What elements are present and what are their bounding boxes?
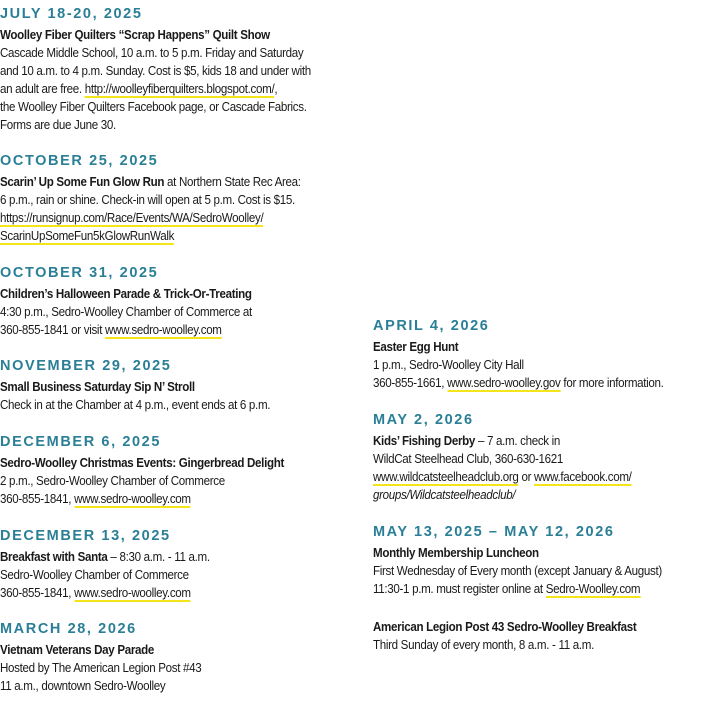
event-body: American Legion Post 43 Sedro-Woolley Br… bbox=[373, 618, 709, 654]
event-detail: Hosted by The American Legion Post #43 bbox=[0, 661, 202, 675]
event-detail: WildCat Steelhead Club, 360-630-1621 bbox=[373, 452, 564, 466]
event-title: Small Business Saturday Sip N’ Stroll bbox=[0, 380, 195, 394]
event-detail: 1 p.m., Sedro-Woolley City Hall bbox=[373, 358, 524, 372]
event-body: Vietnam Veterans Day Parade Hosted by Th… bbox=[0, 641, 349, 695]
event-detail: First Wednesday of Every month (except J… bbox=[373, 564, 662, 578]
chamber-website-link[interactable]: www.sedro-woolley.com bbox=[74, 586, 191, 602]
registration-link[interactable]: Sedro-Woolley.com bbox=[545, 582, 641, 598]
event-title-line: Scarin’ Up Some Fun Glow Run at Northern… bbox=[0, 175, 301, 189]
event-date: OCTOBER 31, 2025 bbox=[0, 265, 159, 281]
event-easter-egg-hunt: APRIL 4, 2026 Easter Egg Hunt 1 p.m., Se… bbox=[373, 317, 710, 392]
event-title: Vietnam Veterans Day Parade bbox=[0, 643, 155, 657]
event-membership-luncheon: MAY 13, 2025 – MAY 12, 2026 Monthly Memb… bbox=[373, 523, 710, 598]
event-kids-fishing-derby: MAY 2, 2026 Kids’ Fishing Derby – 7 a.m.… bbox=[373, 411, 710, 504]
event-detail: 6 p.m., rain or shine. Check-in will ope… bbox=[0, 193, 295, 207]
event-date: MAY 2, 2026 bbox=[373, 412, 474, 428]
event-date: MAY 13, 2025 – MAY 12, 2026 bbox=[373, 524, 615, 540]
event-breakfast-with-santa: DECEMBER 13, 2025 Breakfast with Santa –… bbox=[0, 527, 350, 602]
steelhead-club-link[interactable]: www.wildcatsteelheadclub.org bbox=[373, 470, 519, 486]
quilters-blog-link[interactable]: http://woolleyfiberquilters.blogspot.com… bbox=[84, 82, 275, 98]
event-title: Scarin’ Up Some Fun Glow Run bbox=[0, 175, 165, 189]
event-body: Breakfast with Santa – 8:30 a.m. - 11 a.… bbox=[0, 548, 349, 602]
facebook-group-link-cont[interactable]: groups/Wildcatsteelheadclub/ bbox=[373, 488, 516, 502]
event-detail: 11:30-1 p.m. must register online at Sed… bbox=[373, 582, 641, 598]
event-legion-breakfast: American Legion Post 43 Sedro-Woolley Br… bbox=[373, 618, 710, 654]
event-detail: and 10 a.m. to 4 p.m. Sunday. Cost is $5… bbox=[0, 64, 311, 78]
event-body: Small Business Saturday Sip N’ Stroll Ch… bbox=[0, 378, 349, 414]
event-detail: 4:30 p.m., Sedro-Woolley Chamber of Comm… bbox=[0, 305, 252, 319]
chamber-website-link[interactable]: www.sedro-woolley.com bbox=[104, 323, 222, 339]
event-date: DECEMBER 6, 2025 bbox=[0, 434, 161, 450]
event-body: Scarin’ Up Some Fun Glow Run at Northern… bbox=[0, 173, 349, 245]
city-website-link[interactable]: www.sedro-woolley.gov bbox=[447, 376, 561, 392]
event-veterans-parade: MARCH 28, 2026 Vietnam Veterans Day Para… bbox=[0, 620, 350, 695]
event-detail: 2 p.m., Sedro-Woolley Chamber of Commerc… bbox=[0, 474, 225, 488]
event-date: JULY 18-20, 2025 bbox=[0, 6, 143, 22]
event-detail: https://runsignup.com/Race/Events/WA/Sed… bbox=[0, 209, 349, 227]
event-detail: ScarinUpSomeFun5kGlowRunWalk bbox=[0, 227, 349, 245]
event-halloween-parade: OCTOBER 31, 2025 Children’s Halloween Pa… bbox=[0, 264, 350, 339]
event-title: Monthly Membership Luncheon bbox=[373, 546, 539, 560]
event-title-line: Kids’ Fishing Derby – 7 a.m. check in bbox=[373, 434, 561, 448]
event-title: Breakfast with Santa bbox=[0, 550, 108, 564]
event-detail: Forms are due June 30. bbox=[0, 118, 116, 132]
event-detail: Third Sunday of every month, 8 a.m. - 11… bbox=[373, 638, 594, 652]
event-detail: Cascade Middle School, 10 a.m. to 5 p.m.… bbox=[0, 46, 304, 60]
event-detail: 360-855-1661, www.sedro-woolley.gov for … bbox=[373, 376, 664, 392]
event-body: Monthly Membership Luncheon First Wednes… bbox=[373, 544, 709, 598]
event-body: Easter Egg Hunt 1 p.m., Sedro-Woolley Ci… bbox=[373, 338, 709, 392]
glow-run-signup-link[interactable]: https://runsignup.com/Race/Events/WA/Sed… bbox=[0, 211, 264, 227]
event-date: APRIL 4, 2026 bbox=[373, 318, 490, 334]
event-detail: the Woolley Fiber Quilters Facebook page… bbox=[0, 100, 307, 114]
event-detail: 360-855-1841, www.sedro-woolley.com bbox=[0, 586, 191, 602]
event-detail: www.wildcatsteelheadclub.org or www.face… bbox=[373, 470, 632, 486]
event-title: Woolley Fiber Quilters “Scrap Happens” Q… bbox=[0, 28, 270, 42]
event-date: DECEMBER 13, 2025 bbox=[0, 528, 171, 544]
event-body: Woolley Fiber Quilters “Scrap Happens” Q… bbox=[0, 26, 349, 134]
event-detail: 360-855-1841, www.sedro-woolley.com bbox=[0, 492, 191, 508]
event-date: MARCH 28, 2026 bbox=[0, 621, 137, 637]
facebook-group-link[interactable]: www.facebook.com/ bbox=[534, 470, 632, 486]
event-sip-n-stroll: NOVEMBER 29, 2025 Small Business Saturda… bbox=[0, 357, 350, 414]
event-title: Kids’ Fishing Derby bbox=[373, 434, 476, 448]
event-date: NOVEMBER 29, 2025 bbox=[0, 358, 172, 374]
event-detail: 11 a.m., downtown Sedro-Woolley bbox=[0, 679, 166, 693]
event-glow-run: OCTOBER 25, 2025 Scarin’ Up Some Fun Glo… bbox=[0, 152, 350, 245]
event-body: Children’s Halloween Parade & Trick-Or-T… bbox=[0, 285, 349, 339]
event-title: American Legion Post 43 Sedro-Woolley Br… bbox=[373, 620, 637, 634]
event-detail: an adult are free. http://woolleyfiberqu… bbox=[0, 82, 278, 98]
event-title-line: Breakfast with Santa – 8:30 a.m. - 11 a.… bbox=[0, 550, 210, 564]
chamber-website-link[interactable]: www.sedro-woolley.com bbox=[74, 492, 191, 508]
event-title: Sedro-Woolley Christmas Events: Gingerbr… bbox=[0, 456, 285, 470]
event-body: Sedro-Woolley Christmas Events: Gingerbr… bbox=[0, 454, 349, 508]
event-title: Children’s Halloween Parade & Trick-Or-T… bbox=[0, 287, 252, 301]
event-title: Easter Egg Hunt bbox=[373, 340, 459, 354]
event-gingerbread-delight: DECEMBER 6, 2025 Sedro-Woolley Christmas… bbox=[0, 433, 350, 508]
event-quilt-show: JULY 18-20, 2025 Woolley Fiber Quilters … bbox=[0, 5, 350, 134]
glow-run-signup-link-cont[interactable]: ScarinUpSomeFun5kGlowRunWalk bbox=[0, 229, 175, 245]
event-detail: Check in at the Chamber at 4 p.m., event… bbox=[0, 398, 271, 412]
event-detail: 360-855-1841 or visit www.sedro-woolley.… bbox=[0, 323, 222, 339]
event-date: OCTOBER 25, 2025 bbox=[0, 153, 159, 169]
event-body: Kids’ Fishing Derby – 7 a.m. check in Wi… bbox=[373, 432, 709, 504]
event-detail: Sedro-Woolley Chamber of Commerce bbox=[0, 568, 189, 582]
